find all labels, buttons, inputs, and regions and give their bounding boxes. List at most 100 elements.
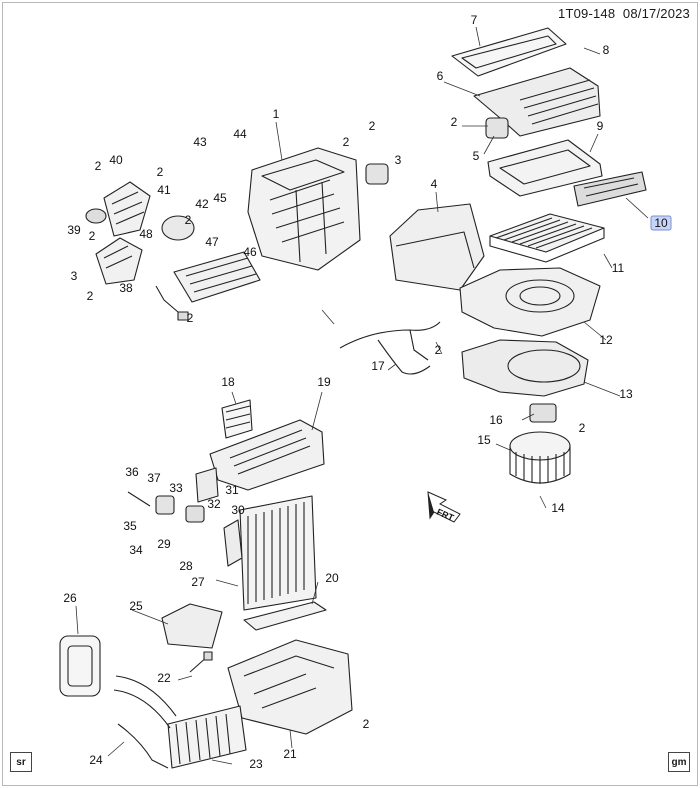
part-17-wire-harness	[339, 321, 441, 375]
callout-2: 2	[87, 289, 94, 303]
part-7-seal-frame	[451, 27, 567, 77]
part-15-blower-motor	[509, 431, 571, 484]
part-40-heater-core-small	[173, 251, 261, 303]
callout-48: 48	[139, 227, 153, 241]
part-32-valve	[185, 505, 205, 523]
callout-37: 37	[147, 471, 161, 485]
callout-33: 33	[169, 481, 183, 495]
callout-25: 25	[129, 599, 143, 613]
callout-9: 9	[597, 119, 604, 133]
callout-3: 3	[71, 269, 78, 283]
part-12-blower-upper-case	[459, 267, 601, 337]
callout-2: 2	[451, 115, 458, 129]
callout-47: 47	[205, 235, 219, 249]
part-37-expansion-valve	[155, 495, 175, 515]
callout-43: 43	[193, 135, 207, 149]
callout-10-highlight: 10	[650, 215, 672, 231]
callout-46: 46	[243, 245, 257, 259]
part-42-actuator	[161, 215, 195, 241]
part-27-evaporator-core	[239, 495, 317, 611]
callout-2: 2	[187, 311, 194, 325]
callout-38: 38	[119, 281, 133, 295]
callout-2: 2	[95, 159, 102, 173]
callout-22: 22	[157, 671, 171, 685]
callout-2: 2	[369, 119, 376, 133]
part-4-air-duct	[389, 203, 485, 291]
front-arrow-icon: FRT	[427, 491, 461, 523]
callout-41: 41	[157, 183, 171, 197]
callout-31: 31	[225, 483, 239, 497]
part-41-bracket	[103, 181, 151, 237]
part-13-blower-lower-case	[461, 339, 589, 397]
callout-8: 8	[603, 43, 610, 57]
callout-39: 39	[67, 223, 81, 237]
callout-32: 32	[207, 497, 221, 511]
part-24-pipes	[113, 675, 177, 769]
part-1-hvac-case-upper	[247, 147, 361, 271]
part-39-motor	[85, 208, 107, 224]
callout-2: 2	[435, 343, 442, 357]
callout-6: 6	[437, 69, 444, 83]
callout-35: 35	[123, 519, 137, 533]
callout-15: 15	[477, 433, 491, 447]
callout-23: 23	[249, 757, 263, 771]
callout-45: 45	[213, 191, 227, 205]
part-23-heater-core	[167, 705, 247, 769]
callout-40: 40	[109, 153, 123, 167]
callout-28: 28	[179, 559, 193, 573]
callout-4: 4	[431, 177, 438, 191]
callout-7: 7	[471, 13, 478, 27]
diagram-date: 08/17/2023	[622, 6, 690, 21]
callout-2: 2	[89, 229, 96, 243]
callout-13: 13	[619, 387, 633, 401]
part-26-gasket	[59, 635, 101, 697]
callout-36: 36	[125, 465, 139, 479]
part-21-hvac-case-lower	[227, 639, 353, 735]
corner-tag-gm: gm	[668, 752, 690, 772]
part-9-filter-frame	[487, 139, 603, 197]
part-20-seal-strip	[243, 601, 327, 631]
diagram-id: 1T09-148	[558, 6, 616, 21]
callout-30: 30	[231, 503, 245, 517]
part-25-duct	[161, 603, 223, 649]
callout-12: 12	[599, 333, 613, 347]
callout-20: 20	[325, 571, 339, 585]
part-19-evaporator-case	[209, 419, 325, 491]
callout-11: 11	[612, 261, 625, 275]
callout-24: 24	[89, 753, 103, 767]
part-18-seal	[221, 399, 253, 439]
callout-2: 2	[343, 135, 350, 149]
part-22-sensor	[189, 651, 213, 673]
callout-26: 26	[63, 591, 77, 605]
callout-3: 3	[395, 153, 402, 167]
callout-5: 5	[473, 149, 480, 163]
diagram-header: 1T09-148 08/17/2023	[558, 6, 690, 21]
callout-18: 18	[221, 375, 235, 389]
callout-10-label: 10	[654, 216, 668, 230]
callout-29: 29	[157, 537, 171, 551]
part-10-filter-cover	[573, 171, 647, 207]
callout-44: 44	[233, 127, 247, 141]
callout-19: 19	[317, 375, 331, 389]
corner-tag-sr: sr	[10, 752, 32, 772]
part-30-seal	[223, 519, 243, 567]
callout-27: 27	[191, 575, 205, 589]
callout-14: 14	[551, 501, 565, 515]
callout-16: 16	[489, 413, 503, 427]
part-49-bracket	[95, 237, 143, 285]
callout-34: 34	[129, 543, 143, 557]
callout-17: 17	[371, 359, 385, 373]
callout-1: 1	[273, 107, 280, 121]
part-16-resistor	[529, 403, 557, 423]
part-5-actuator	[485, 117, 509, 139]
callout-2: 2	[579, 421, 586, 435]
callout-2: 2	[185, 213, 192, 227]
part-3-actuator-upper	[365, 163, 389, 185]
part-11-cabin-filter	[489, 213, 605, 263]
part-31-bracket	[195, 467, 219, 503]
callout-42: 42	[195, 197, 209, 211]
